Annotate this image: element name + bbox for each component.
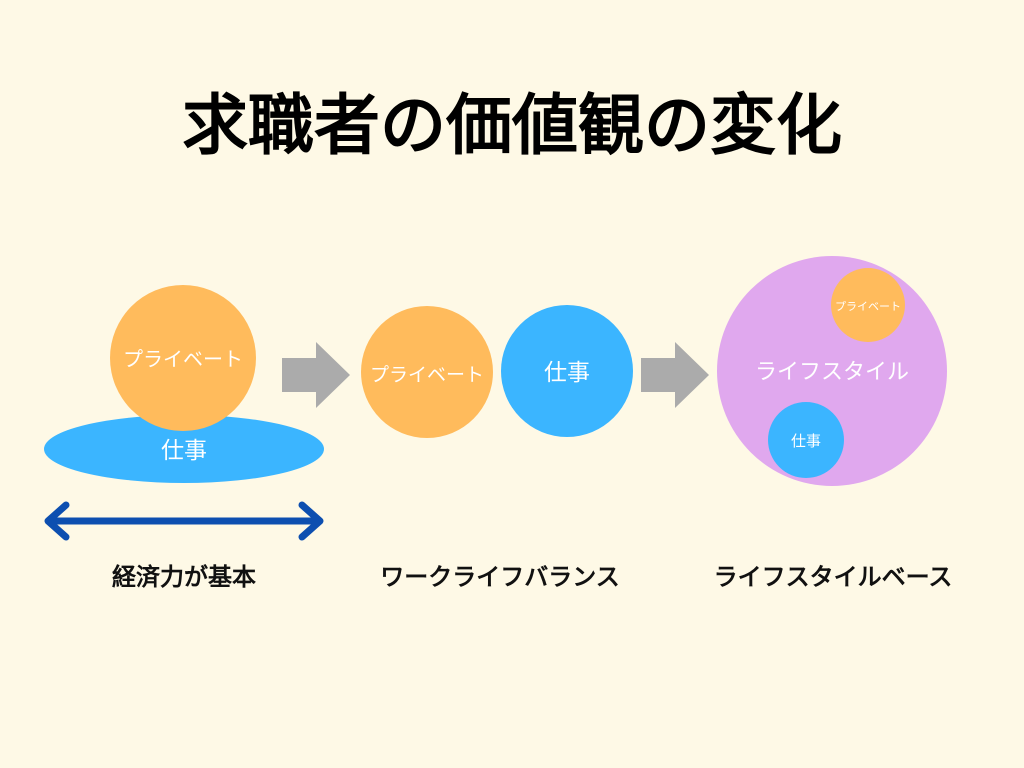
stage-lifestyle-based: ライフスタイル プライベート 仕事 ライフスタイルベース	[714, 256, 953, 591]
stage-economic: 仕事 プライベート 経済力が基本	[44, 285, 324, 591]
private-label: プライベート	[370, 364, 484, 386]
work-circle	[768, 402, 844, 478]
stage-work-life-balance: プライベート 仕事 ワークライフバランス	[361, 305, 633, 591]
flow-arrow-icon	[641, 342, 709, 408]
work-circle	[501, 305, 633, 437]
work-ellipse	[44, 415, 324, 483]
stage-caption: 経済力が基本	[112, 563, 256, 591]
work-label: 仕事	[544, 360, 590, 386]
private-circle	[361, 306, 493, 438]
lifestyle-label: ライフスタイル	[755, 360, 909, 385]
private-label: プライベート	[835, 300, 901, 313]
private-label: プライベート	[123, 347, 243, 371]
private-circle	[831, 268, 905, 342]
work-label: 仕事	[791, 432, 821, 450]
double-arrow-icon	[44, 501, 324, 541]
stage-caption: ライフスタイルベース	[714, 563, 953, 591]
page-title: 求職者の価値観の変化	[182, 87, 842, 164]
flow-arrow-icon	[282, 342, 350, 408]
work-label: 仕事	[161, 438, 207, 464]
private-circle	[110, 285, 256, 431]
stage-caption: ワークライフバランス	[380, 563, 620, 591]
